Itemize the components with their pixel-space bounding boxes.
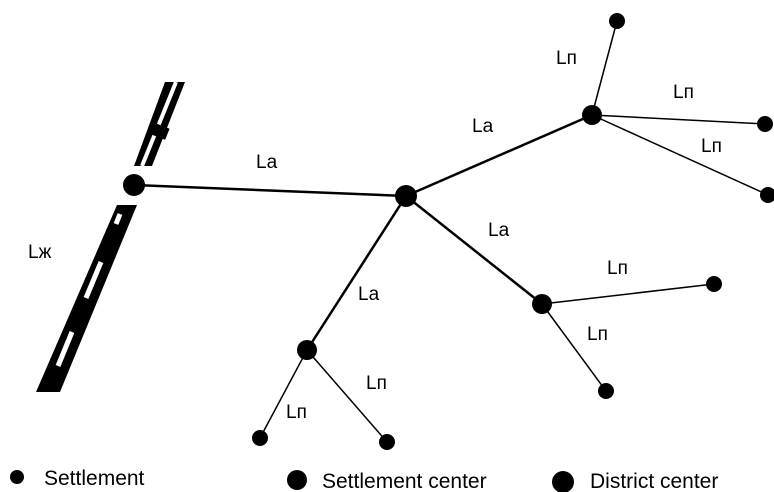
railway	[36, 81, 185, 392]
settlement-node	[760, 187, 774, 203]
branch-se-to-east	[541, 283, 715, 305]
settlement-node	[379, 434, 395, 450]
settlement-node	[598, 383, 614, 399]
label-road-hub-sw: La	[358, 284, 380, 305]
settlement-center-ne	[582, 105, 602, 125]
label-rail: Lж	[28, 242, 52, 263]
branch-sw-to-southeast	[306, 349, 388, 443]
road-hub-to-sw	[305, 195, 408, 351]
label-branch-se-east: Lп	[607, 258, 628, 279]
branch-roads	[259, 20, 769, 443]
branch-ne-to-southeast	[591, 114, 769, 196]
legend-settlement-center-label: Settlement center	[322, 470, 487, 492]
branch-sw-to-southwest	[259, 349, 308, 439]
railway-dash-2	[83, 261, 104, 299]
branch-se-to-south	[541, 303, 607, 392]
label-branch-ne-east: Lп	[673, 82, 694, 103]
legend-district-center-marker	[552, 471, 574, 492]
railway-lower-segment	[36, 205, 137, 392]
settlement-center-se	[532, 294, 552, 314]
railway-dash-3	[55, 331, 75, 367]
settlement-node	[609, 13, 625, 29]
settlement-node	[252, 430, 268, 446]
label-road-station-hub: La	[256, 152, 278, 173]
legend-settlement-center-marker	[287, 470, 307, 490]
station-node	[123, 174, 145, 196]
legend: Settlement Settlement center District ce…	[10, 467, 718, 492]
nodes	[123, 13, 774, 450]
legend-district-center-label: District center	[590, 470, 718, 492]
legend-settlement-label: Settlement	[44, 467, 145, 490]
label-branch-se-south: Lп	[587, 324, 608, 345]
road-hub-to-se	[405, 195, 543, 305]
branch-ne-to-top	[591, 20, 618, 116]
label-road-hub-ne: La	[472, 116, 494, 137]
settlement-center-sw	[297, 340, 317, 360]
road-station-to-hub	[133, 183, 407, 198]
label-branch-sw-southwest: Lп	[286, 402, 307, 423]
legend-settlement-marker	[10, 470, 24, 484]
label-road-hub-se: La	[488, 220, 510, 241]
railway-upper-tie	[148, 122, 170, 140]
main-roads	[133, 113, 593, 351]
railway-dash-1	[113, 213, 123, 225]
branch-ne-to-east	[591, 114, 766, 125]
label-branch-ne-top: Lп	[556, 48, 577, 69]
settlement-node	[706, 276, 722, 292]
settlement-node	[757, 116, 773, 132]
railway-upper-inner	[140, 81, 178, 167]
road-hub-to-ne	[405, 113, 593, 198]
label-branch-ne-southeast: Lп	[701, 136, 722, 157]
label-branch-sw-southeast: Lп	[366, 373, 387, 394]
district-center-node	[395, 185, 417, 207]
